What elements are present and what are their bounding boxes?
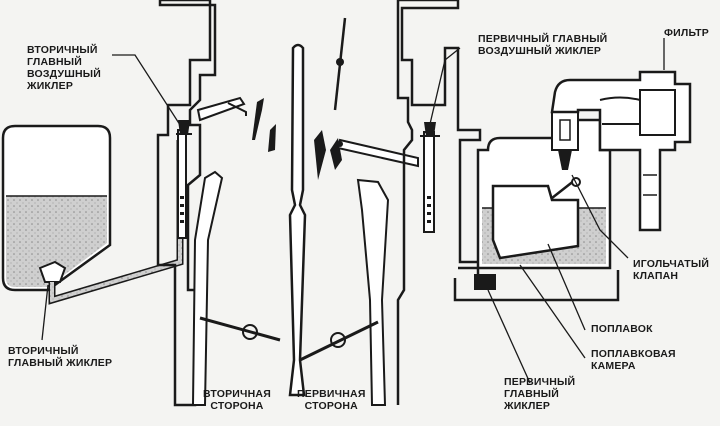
- secondary-venturi: [191, 98, 276, 406]
- primary-throttle-plate: [299, 320, 379, 362]
- secondary-fuel-level: [6, 196, 107, 287]
- label-primary-side: ПЕРВИЧНАЯ СТОРОНА: [297, 388, 366, 412]
- leader-float: [547, 243, 586, 331]
- filter-housing: [550, 70, 692, 232]
- leader-secondary-main-jet: [41, 284, 49, 341]
- label-secondary-side: ВТОРИЧНАЯ СТОРОНА: [203, 388, 271, 412]
- label-primary-main-jet: ПЕРВИЧНЫЙ ГЛАВНЫЙ ЖИКЛЕР: [504, 376, 576, 412]
- leader-float-chamber: [519, 264, 586, 359]
- label-secondary-main-jet: ВТОРИЧНЫЙ ГЛАВНЫЙ ЖИКЛЕР: [8, 345, 113, 369]
- label-float: ПОПЛАВОК: [591, 323, 653, 335]
- leader-needle-valve: [571, 174, 629, 259]
- float: [491, 177, 581, 260]
- primary-main-jet: [458, 266, 496, 290]
- label-primary-air-jet: ПЕРВИЧНЫЙ ГЛАВНЫЙ ВОЗДУШНЫЙ ЖИКЛЕР: [478, 33, 608, 57]
- right-body-wall: [396, 0, 482, 405]
- label-needle-valve: ИГОЛЬЧАТЫЙ КЛАПАН: [633, 258, 710, 282]
- leader-primary-main-jet: [487, 289, 531, 384]
- needle-valve: [551, 111, 579, 170]
- label-float-chamber: ПОПЛАВКОВАЯ КАМЕРА: [591, 348, 676, 372]
- secondary-air-jet: [176, 120, 192, 135]
- center-partition: [288, 43, 307, 397]
- secondary-float-bowl: [1, 124, 112, 292]
- choke-shaft: [333, 17, 347, 111]
- label-filter: ФИЛЬТР: [664, 27, 709, 39]
- leader-secondary-air-jet: [112, 54, 183, 129]
- secondary-nozzle: [196, 96, 247, 122]
- secondary-throttle-plate: [199, 316, 281, 342]
- primary-nozzle: [336, 138, 419, 168]
- leader-primary-air-jet: [429, 47, 461, 125]
- leader-lines: [41, 38, 665, 384]
- primary-air-jet: [420, 122, 440, 137]
- primary-venturi: [314, 130, 390, 406]
- label-secondary-air-jet: ВТОРИЧНЫЙ ГЛАВНЫЙ ВОЗДУШНЫЙ ЖИКЛЕР: [27, 44, 101, 92]
